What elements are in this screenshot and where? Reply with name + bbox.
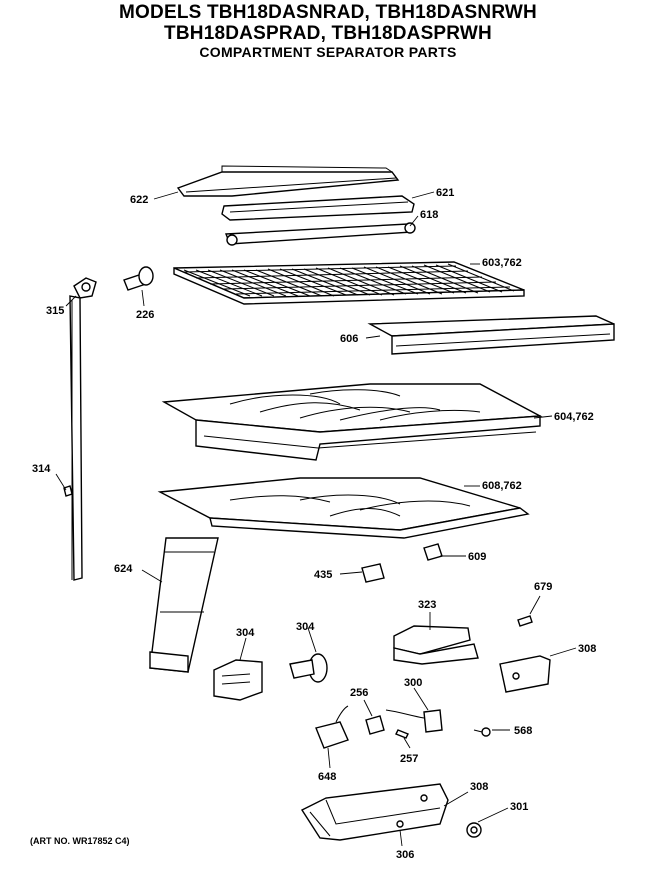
part-603-grille-shelf — [173, 261, 525, 305]
title-line-3: COMPARTMENT SEPARATOR PARTS — [199, 44, 457, 60]
part-608-separator — [157, 477, 530, 539]
part-609-clip — [423, 543, 443, 561]
part-300-switch — [385, 709, 443, 733]
label-568: 568 — [514, 725, 532, 737]
label-257: 257 — [400, 753, 418, 765]
label-621: 621 — [436, 187, 454, 199]
part-226-fastener — [123, 266, 154, 291]
label-304-left: 304 — [236, 627, 255, 639]
label-323: 323 — [418, 599, 436, 611]
label-604: 604,762 — [554, 411, 594, 423]
part-308-bottom-bracket — [300, 783, 449, 841]
title-line-1: MODELS TBH18DASNRAD, TBH18DASNRWH — [119, 2, 537, 23]
label-608: 608,762 — [482, 480, 522, 492]
part-301-grommet — [466, 822, 482, 838]
label-308-bottom: 308 — [470, 781, 488, 793]
part-622-cover — [176, 165, 400, 197]
label-648: 648 — [318, 771, 336, 783]
part-679-screw — [517, 615, 533, 627]
part-435-retainer — [361, 563, 385, 583]
label-618: 618 — [420, 209, 438, 221]
label-304-right: 304 — [296, 621, 315, 633]
label-301: 301 — [510, 801, 528, 813]
part-606-channel — [367, 315, 615, 355]
label-226: 226 — [136, 309, 154, 321]
part-323-bracket — [393, 625, 479, 665]
label-314: 314 — [32, 463, 51, 475]
label-435: 435 — [314, 569, 332, 581]
leader-lines — [55, 191, 577, 847]
label-606: 606 — [340, 333, 358, 345]
part-621-rail — [221, 195, 415, 221]
part-648-thermostat — [315, 705, 349, 749]
label-624: 624 — [114, 563, 133, 575]
part-304-knob — [289, 653, 328, 683]
part-618-rod — [224, 222, 416, 246]
part-568-screw — [473, 727, 491, 737]
label-308-right: 308 — [578, 643, 596, 655]
label-315: 315 — [46, 305, 64, 317]
part-624-panel — [149, 537, 219, 673]
label-679: 679 — [534, 581, 552, 593]
part-315-bracket — [69, 277, 97, 581]
part-257-screw — [395, 729, 409, 739]
part-314-clip — [63, 485, 73, 497]
label-306: 306 — [396, 849, 414, 861]
label-609: 609 — [468, 551, 486, 563]
label-256: 256 — [350, 687, 368, 699]
label-300: 300 — [404, 677, 422, 689]
part-308-bracket-right — [499, 655, 551, 693]
part-304-housing — [213, 659, 263, 701]
part-604-separator — [161, 383, 543, 461]
label-603: 603,762 — [482, 257, 522, 269]
part-256-connector — [365, 715, 385, 735]
title-line-2: TBH18DASPRAD, TBH18DASPRWH — [164, 23, 492, 44]
label-622: 622 — [130, 194, 148, 206]
art-number: (ART NO. WR17852 C4) — [30, 836, 130, 846]
